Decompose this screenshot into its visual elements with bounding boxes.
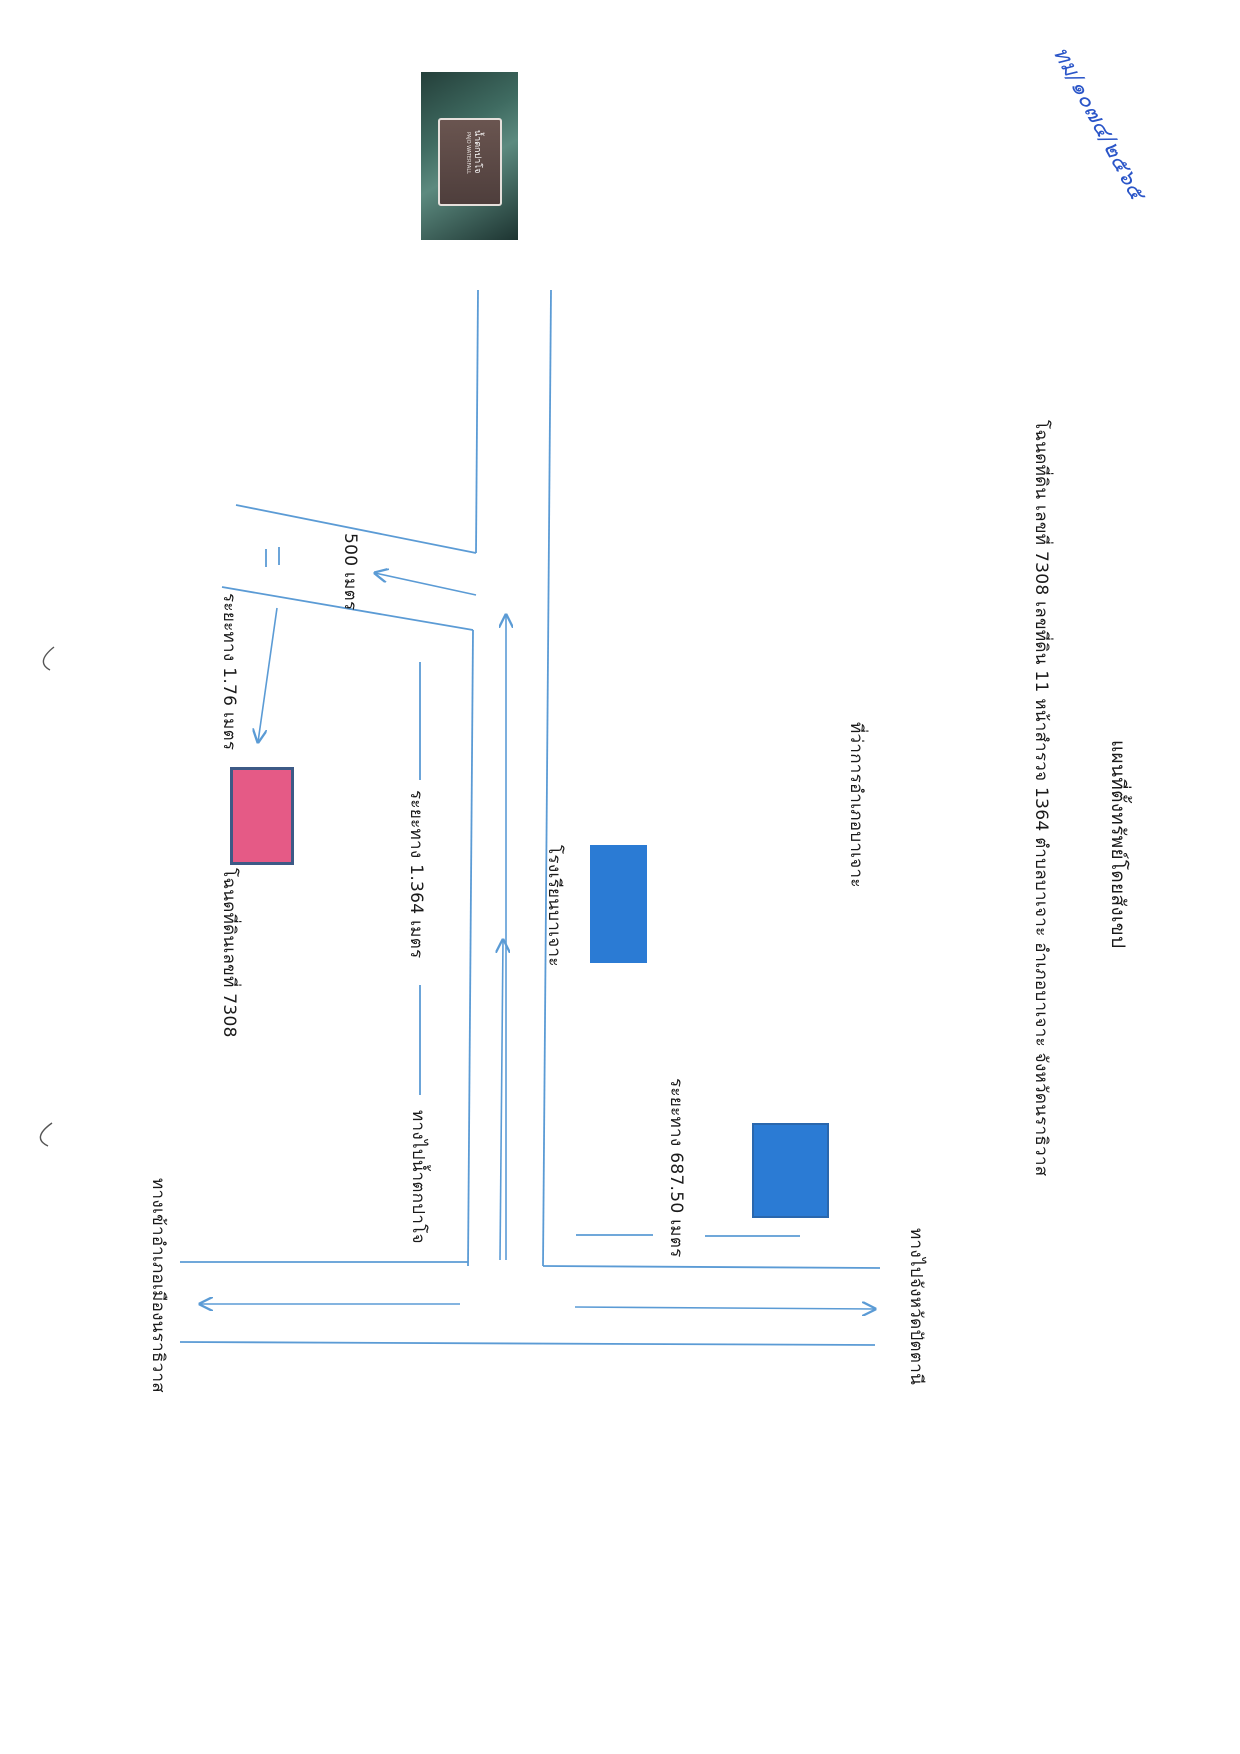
main-road-edge-right bbox=[542, 289, 552, 1267]
land-parcel bbox=[230, 767, 294, 865]
direction-pattani-label: ทางไปจังหวัดปัตตานี bbox=[906, 1228, 926, 1385]
distance-176-label: ระยะทาง 1.76 เมตร bbox=[219, 593, 239, 751]
district-office-building bbox=[752, 1123, 829, 1218]
side-road-upper-edge bbox=[235, 504, 477, 554]
arrow-to-pattani bbox=[574, 1307, 875, 1309]
main-road-edge-left-upper bbox=[475, 289, 479, 554]
waterfall-photo: น้ำตกปาโจ PAJO WATERFALL bbox=[421, 72, 518, 240]
school-building bbox=[590, 845, 647, 963]
arrow-500m bbox=[375, 573, 477, 596]
waterfall-sign: น้ำตกปาโจ PAJO WATERFALL bbox=[438, 118, 502, 206]
parcel-label: โฉนดที่ดินเลขที่ 7308 bbox=[219, 868, 239, 1038]
direction-narathiwat-label: ทางเข้าอำเภอเมืองนราธิวาส bbox=[148, 1178, 168, 1393]
punch-hole-mark-1 bbox=[42, 646, 55, 671]
distance-687-label: ระยะทาง 687.50 เมตร bbox=[666, 1078, 686, 1258]
arrow-to-parcel bbox=[258, 607, 278, 742]
distance-1364-label: ระยะทาง 1.364 เมตร bbox=[406, 790, 426, 959]
cross-road-top-edge-right bbox=[542, 1265, 881, 1269]
cross-road-bottom-edge bbox=[179, 1341, 876, 1346]
arrow-main-north-2 bbox=[500, 940, 503, 1261]
main-road-edge-left-lower bbox=[467, 629, 474, 1267]
punch-hole-mark-2 bbox=[39, 1122, 53, 1147]
school-label: โรงเรียนบาเจาะ bbox=[544, 845, 564, 967]
district-office-label: ที่ว่าการอำเภอบาเจาะ bbox=[846, 722, 866, 888]
direction-waterfall-label: ทางไปน้ำตกปาโจ bbox=[408, 1110, 428, 1244]
side-road-lower-edge bbox=[221, 586, 474, 631]
distance-500-label: 500 เมตร bbox=[340, 533, 360, 611]
